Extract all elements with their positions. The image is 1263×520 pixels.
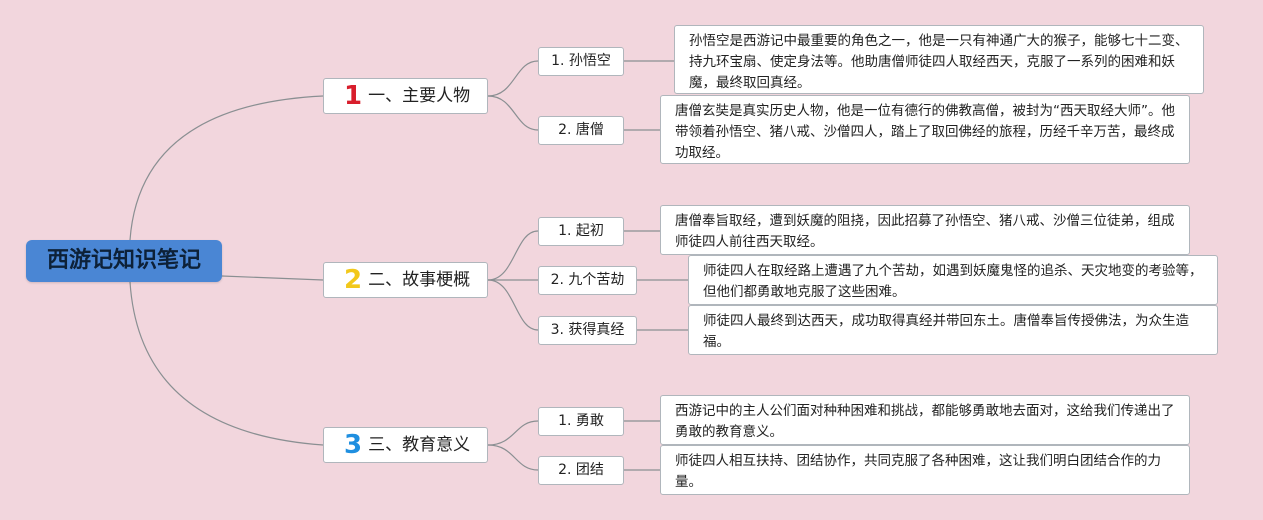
- leaf-node-courage[interactable]: 1. 勇敢: [538, 407, 624, 436]
- leaf-node-sun-wukong[interactable]: 1. 孙悟空: [538, 47, 624, 76]
- branch-label: 三、教育意义: [368, 435, 471, 455]
- note-sun-wukong: 孙悟空是西游记中最重要的角色之一，他是一只有神通广大的猴子，能够七十二变、持九环…: [674, 25, 1204, 94]
- connector-branch-1-leaf-2: [487, 95, 539, 131]
- note-beginning: 唐僧奉旨取经，遭到妖魔的阻挠，因此招募了孙悟空、猪八戒、沙僧三位徒弟，组成师徒四…: [660, 205, 1190, 255]
- note-unity: 师徒四人相互扶持、团结协作，共同克服了各种困难，这让我们明白团结合作的力量。: [660, 445, 1190, 495]
- connector-root-branch-1: [129, 95, 324, 241]
- connector-branch-2-leaf-3: [487, 279, 539, 331]
- root-node[interactable]: 西游记知识笔记: [26, 240, 222, 282]
- connector-branch-3-leaf-2: [487, 444, 539, 471]
- note-courage: 西游记中的主人公们面对种种困难和挑战，都能够勇敢地去面对，这给我们传递出了勇敢的…: [660, 395, 1190, 445]
- connector-branch-1-leaf-1: [487, 60, 539, 97]
- leaf-node-beginning[interactable]: 1. 起初: [538, 217, 624, 246]
- connector-root-branch-3: [129, 281, 324, 446]
- connector-branch-2-leaf-1: [487, 230, 539, 281]
- connector-branch-3-leaf-1: [487, 420, 539, 446]
- note-tang-seng: 唐僧玄奘是真实历史人物，他是一位有德行的佛教高僧，被封为“西天取经大师”。他带领…: [660, 95, 1190, 164]
- note-obtain-scriptures: 师徒四人最终到达西天，成功取得真经并带回东土。唐僧奉旨传授佛法，为众生造福。: [688, 305, 1218, 355]
- branch-label: 二、故事梗概: [368, 270, 471, 290]
- leaf-node-unity[interactable]: 2. 团结: [538, 456, 624, 485]
- number-3-icon: 3: [344, 430, 363, 460]
- leaf-node-nine-trials[interactable]: 2. 九个苦劫: [538, 266, 637, 295]
- number-1-icon: 1: [344, 81, 363, 111]
- leaf-node-obtain-scriptures[interactable]: 3. 获得真经: [538, 316, 637, 345]
- connector-root-branch-2: [221, 275, 324, 281]
- note-nine-trials: 师徒四人在取经路上遭遇了九个苦劫，如遇到妖魔鬼怪的追杀、天灾地变的考验等，但他们…: [688, 255, 1218, 305]
- leaf-node-tang-seng[interactable]: 2. 唐僧: [538, 116, 624, 145]
- branch-label: 一、主要人物: [368, 86, 471, 106]
- number-2-icon: 2: [344, 265, 363, 295]
